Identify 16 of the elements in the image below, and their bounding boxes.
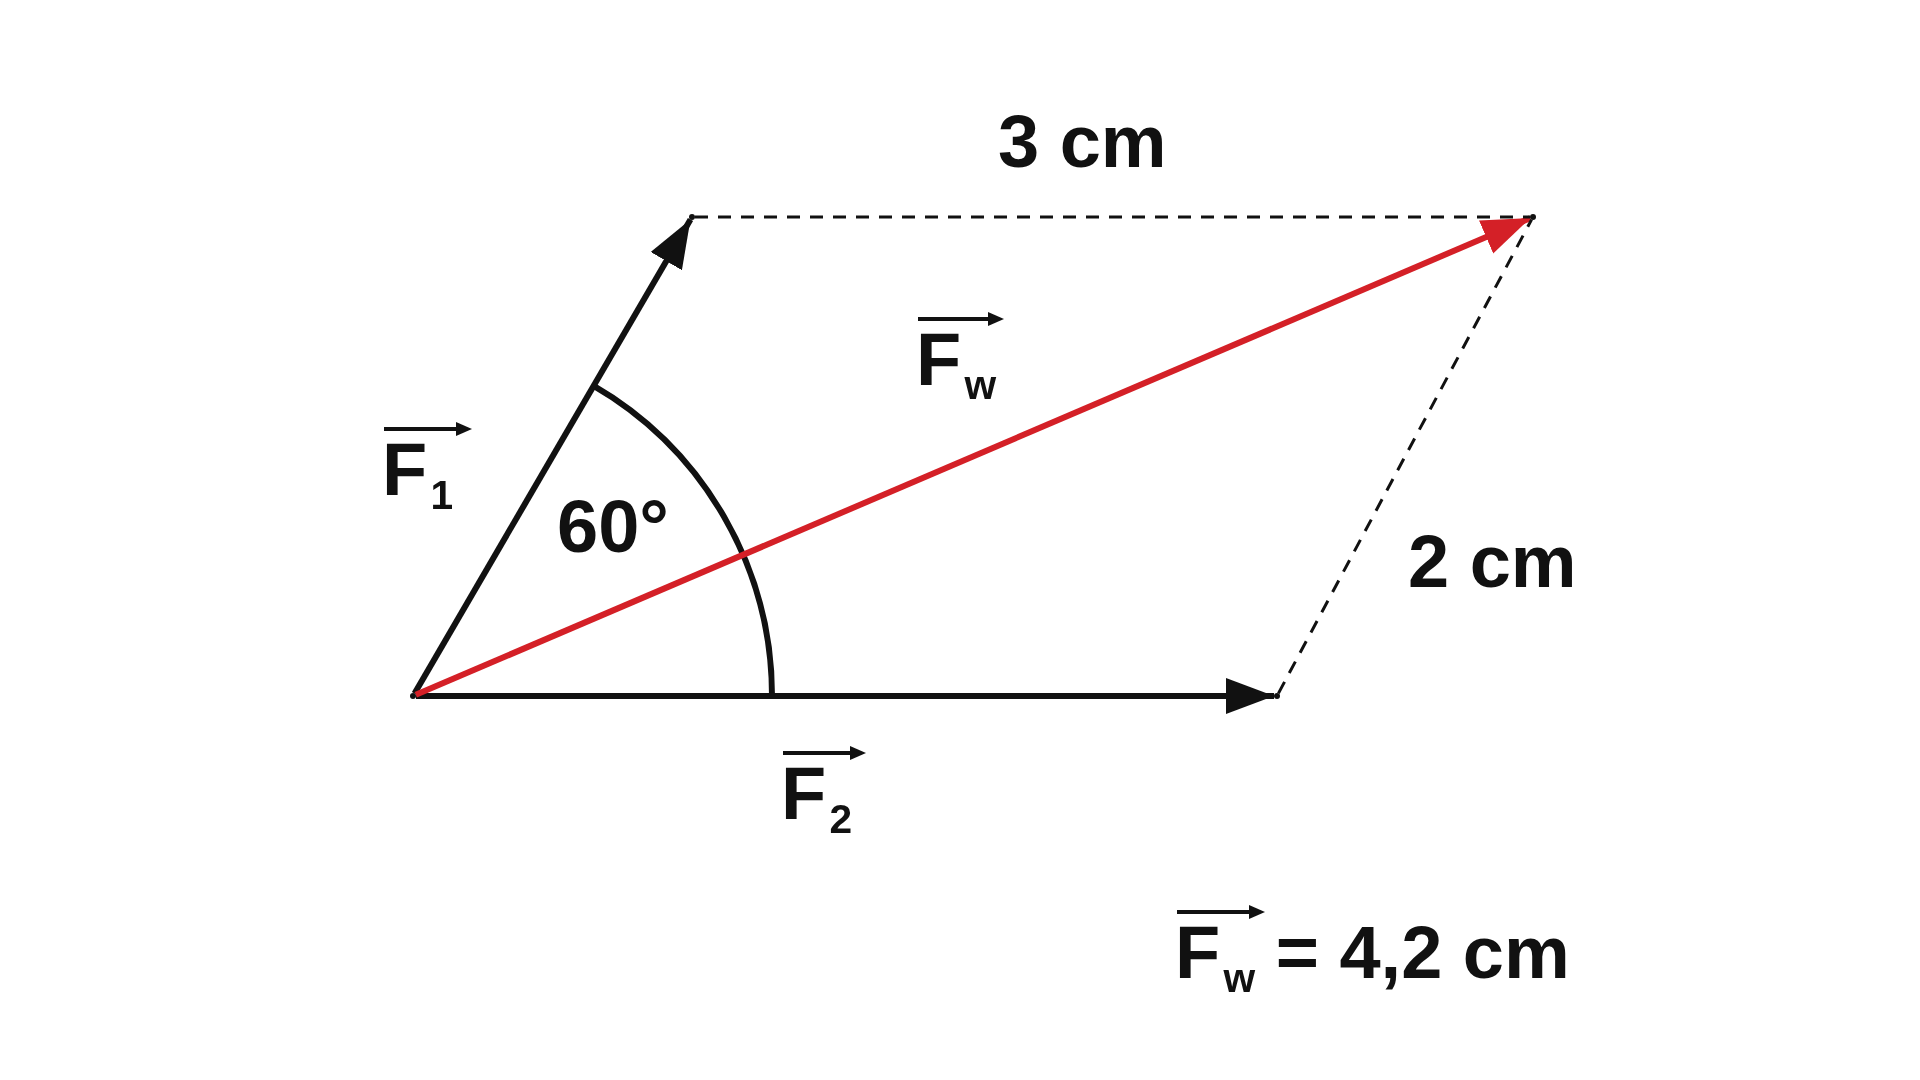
vector-arrow: [416, 678, 1274, 714]
dashed-line: [1277, 218, 1533, 695]
vector-arrow: [411, 218, 694, 695]
vector-point: [689, 214, 695, 220]
vector-point: [1274, 693, 1280, 699]
edge-label: 3 cm: [998, 105, 1167, 179]
result-label: F$_{w}$ = 4,2 cm: [1175, 916, 1570, 999]
vector-arrow: [414, 215, 1532, 698]
vector-point: [410, 693, 416, 699]
angle-label: 60°: [557, 490, 669, 564]
edge-label: F$_{1}$: [382, 433, 454, 516]
edge-label: 2 cm: [1408, 525, 1577, 599]
dashed-line: [695, 215, 1530, 219]
edge-label: F$_{w}$: [916, 323, 997, 406]
edge-label: F$_{2}$: [781, 757, 853, 840]
vector-point: [1530, 214, 1536, 220]
